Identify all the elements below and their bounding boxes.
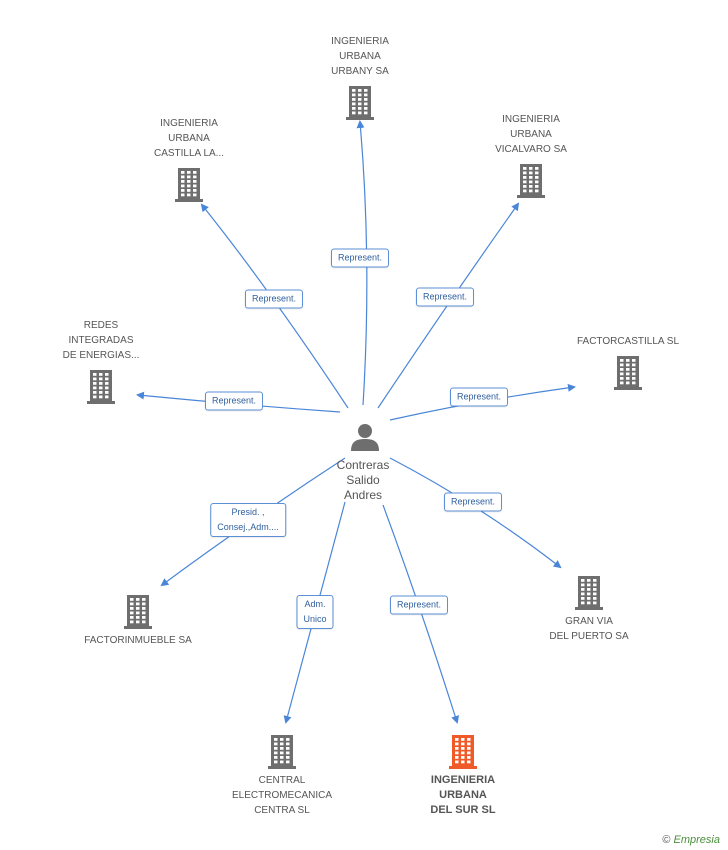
company-name-castilla[interactable]: INGENIERIA URBANA CASTILLA LA...: [154, 116, 224, 161]
relation-label-line: Represent.: [211, 395, 257, 406]
company-name-line: CENTRAL: [258, 775, 306, 786]
company-name-redes[interactable]: REDES INTEGRADAS DE ENERGIAS...: [63, 318, 140, 363]
company-name-line: DE ENERGIAS...: [62, 350, 140, 361]
company-name-line: FACTORINMUEBLE SA: [84, 635, 192, 646]
footer-brand[interactable]: ©Empresia: [662, 834, 720, 846]
company-name-central[interactable]: CENTRAL ELECTROMECANICA CENTRA SL: [232, 773, 332, 818]
company-name-urbany[interactable]: INGENIERIA URBANA URBANY SA: [331, 34, 389, 79]
relation-label-line: Presid. ,: [231, 507, 265, 517]
company-name-line: INGENIERIA: [331, 36, 389, 47]
company-name-line: CASTILLA LA...: [153, 148, 225, 159]
company-name-factorcastilla[interactable]: FACTORCASTILLA SL: [577, 334, 679, 349]
building-icon[interactable]: [124, 595, 152, 629]
copyright-symbol: ©: [662, 834, 671, 846]
person-name-line: Salido: [346, 473, 380, 487]
relation-label-redes[interactable]: Represent.: [204, 391, 264, 411]
company-name-line: REDES: [83, 320, 119, 331]
building-icon[interactable]: [614, 356, 642, 390]
company-name-line: INGENIERIA: [502, 114, 560, 125]
building-icon[interactable]: [268, 735, 296, 769]
company-name-line: URBANA: [439, 789, 487, 801]
building-icon[interactable]: [346, 86, 374, 120]
company-name-line: URBANA: [339, 51, 381, 62]
company-name-line: VICALVARO SA: [495, 144, 567, 155]
relation-label-factorinmueble[interactable]: Presid. , Consej.,Adm....: [210, 503, 286, 537]
company-name-line: CENTRA SL: [254, 805, 310, 816]
relation-label-vicalvaro[interactable]: Represent.: [415, 287, 475, 307]
relation-label-central[interactable]: Adm. Unico: [296, 595, 334, 629]
building-icon[interactable]: [575, 576, 603, 610]
person-name-line: Contreras: [336, 458, 390, 472]
relation-edge-granvia: [389, 457, 562, 569]
company-name-factorinmueble[interactable]: FACTORINMUEBLE SA: [84, 633, 192, 648]
relation-label-factorcastilla[interactable]: Represent.: [449, 387, 509, 407]
person-icon[interactable]: [350, 422, 380, 452]
company-name-line: FACTORCASTILLA SL: [576, 336, 680, 347]
company-name-line: URBANY SA: [331, 66, 389, 77]
relation-label-delsur[interactable]: Represent.: [389, 595, 449, 615]
person-name-line: Andres: [343, 488, 383, 502]
relation-label-line: Represent.: [450, 496, 496, 507]
company-name-line: ELECTROMECANICA: [231, 790, 333, 801]
company-name-line: INGENIERIA: [430, 774, 496, 786]
relation-label-line: Adm.: [304, 599, 326, 609]
relation-label-line: Represent.: [422, 291, 468, 302]
building-icon[interactable]: [87, 370, 115, 404]
brand-name: Empresia: [673, 834, 720, 846]
company-name-line: INGENIERIA: [160, 118, 218, 129]
relation-label-line: Represent.: [251, 293, 297, 304]
center-person-name[interactable]: Contreras Salido Andres: [337, 458, 390, 503]
relation-label-line: Consej.,Adm....: [217, 522, 279, 532]
relation-label-line: Unico: [303, 614, 327, 624]
relation-label-line: Represent.: [337, 252, 383, 263]
company-name-vicalvaro[interactable]: INGENIERIA URBANA VICALVARO SA: [495, 112, 567, 157]
relation-label-line: Represent.: [396, 599, 442, 610]
company-name-line: URBANA: [168, 133, 210, 144]
relation-label-castilla[interactable]: Represent.: [244, 289, 304, 309]
company-name-line: DEL SUR SL: [430, 804, 496, 816]
company-name-line: GRAN VIA: [565, 616, 613, 627]
company-name-line: URBANA: [510, 129, 552, 140]
company-name-granvia[interactable]: GRAN VIA DEL PUERTO SA: [549, 614, 628, 644]
building-icon[interactable]: [449, 735, 477, 769]
building-icon[interactable]: [517, 164, 545, 198]
building-icon[interactable]: [175, 168, 203, 202]
company-name-line: DEL PUERTO SA: [549, 631, 629, 642]
company-name-delsur[interactable]: INGENIERIA URBANA DEL SUR SL: [430, 773, 495, 818]
company-name-line: INTEGRADAS: [68, 335, 134, 346]
relation-label-line: Represent.: [456, 391, 502, 402]
relation-label-urbany[interactable]: Represent.: [330, 248, 390, 268]
relation-label-granvia[interactable]: Represent.: [443, 492, 503, 512]
